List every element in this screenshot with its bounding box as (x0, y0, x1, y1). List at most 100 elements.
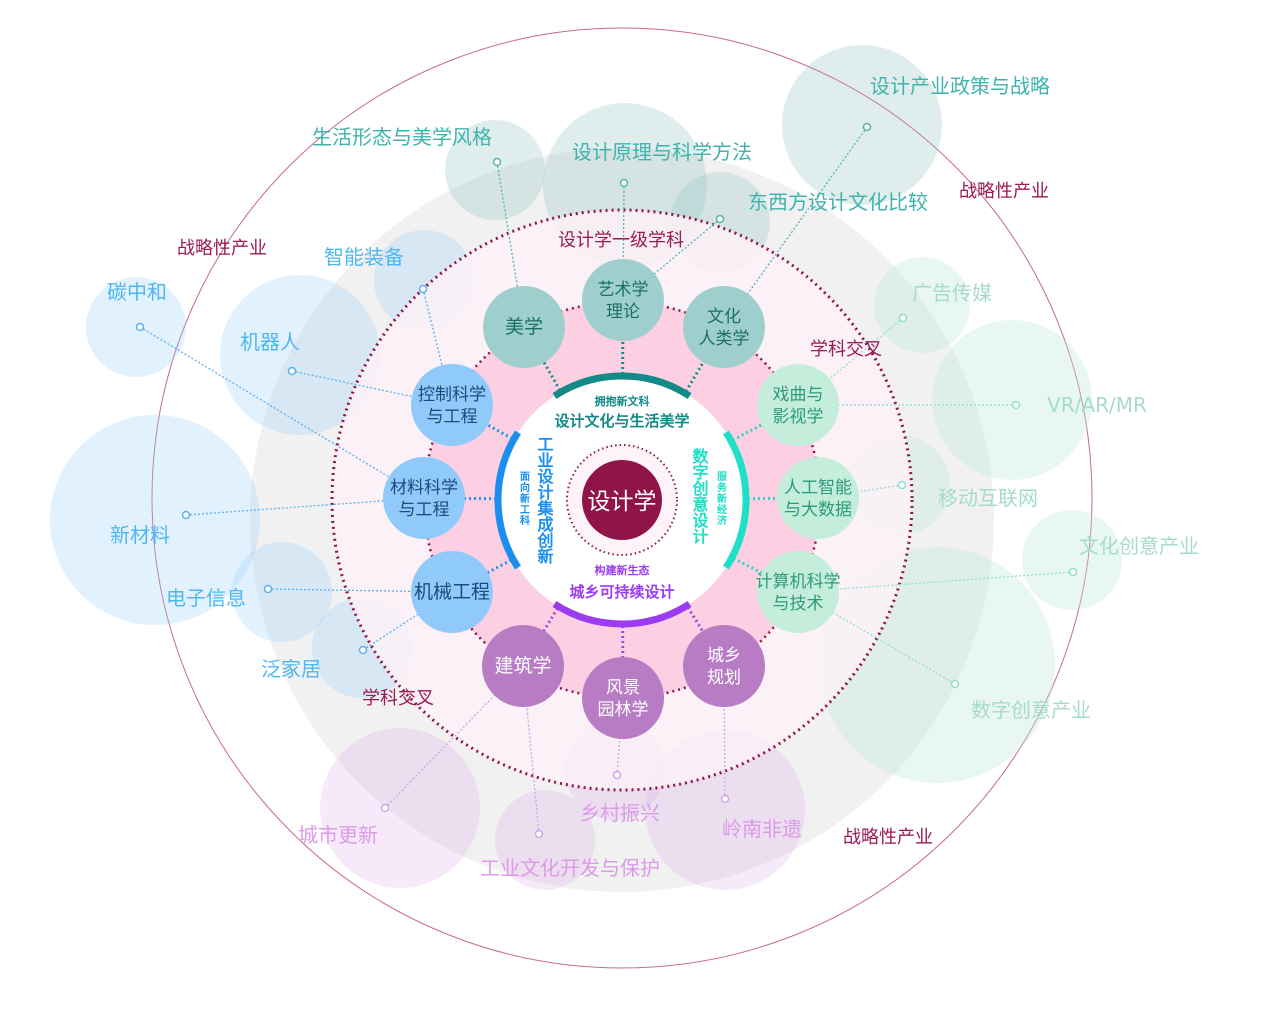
topic-label[interactable]: 工业文化开发与保护 (480, 856, 660, 880)
discipline-label: 风景 (606, 678, 640, 698)
connector-lines (463, 339, 779, 659)
topic-label[interactable]: 文化创意产业 (1079, 534, 1199, 558)
topic-label[interactable]: 生活形态与美学风格 (312, 125, 492, 149)
direction-top-sub: 拥抱新文科 (595, 394, 650, 408)
arc-right (723, 430, 750, 570)
topic-label[interactable]: 广告传媒 (912, 281, 992, 305)
topic-connector (139, 326, 425, 499)
discipline-circle (582, 259, 664, 341)
topic-label[interactable]: 设计原理与科学方法 (572, 140, 752, 164)
discipline-label: 建筑学 (494, 655, 551, 677)
discipline-label: 城乡 (707, 646, 741, 666)
discipline-circle (483, 286, 565, 368)
topic-bubble (320, 728, 480, 888)
discipline-label: 材料科学 (390, 478, 458, 498)
discipline-circle (683, 286, 765, 368)
center-label: 设计学 (588, 489, 657, 515)
topic-label[interactable]: 泛家居 (261, 657, 321, 681)
direction-right-main: 数字创意设计 (690, 447, 710, 545)
topic-dot-icon (380, 803, 390, 813)
discipline-label: 与技术 (773, 594, 824, 614)
topic-label[interactable]: 智能装备 (324, 245, 404, 269)
spoke-line (542, 361, 562, 392)
topic-dot-icon (418, 284, 428, 294)
arc-left (494, 430, 521, 570)
discipline-circle (777, 457, 859, 539)
center-node[interactable] (582, 460, 662, 540)
topic-dot-icon (181, 510, 191, 520)
discipline-circle (482, 625, 564, 707)
discipline-label: 与大数据 (784, 500, 852, 520)
direction-bottom-main: 城乡可持续设计 (569, 583, 674, 601)
topic-bubble (782, 45, 942, 205)
discipline-circle (757, 551, 839, 633)
topic-dot-icon (1068, 567, 1078, 577)
topic-label[interactable]: 移动互联网 (938, 486, 1038, 510)
discipline-label: 文化 (707, 307, 741, 327)
topic-dot-icon (715, 214, 725, 224)
topic-dot-icon (619, 178, 629, 188)
direction-left-main: 工业设计集成创新 (535, 436, 555, 565)
topic-dot-icon (720, 794, 730, 804)
discipline-circle (582, 657, 664, 739)
discipline-node[interactable]: 机械工程 (411, 551, 493, 633)
discipline-label: 控制科学 (418, 385, 486, 405)
discipline-circle (757, 364, 839, 446)
discipline-label: 人类学 (699, 329, 750, 349)
discipline-label: 人工智能 (784, 478, 852, 498)
topic-dot-icon (897, 480, 907, 490)
discipline-label: 与工程 (427, 407, 478, 427)
topic-label[interactable]: 设计产业政策与战略 (870, 74, 1050, 98)
spoke-line (684, 360, 705, 393)
topic-dot-icon (492, 157, 502, 167)
spoke-line (732, 422, 764, 442)
topic-dot-icon (135, 322, 145, 332)
topic-label[interactable]: 碳中和 (107, 280, 167, 304)
topic-label[interactable]: 新材料 (110, 523, 170, 547)
topic-label[interactable]: VR/AR/MR (1047, 393, 1147, 417)
discipline-label: 机械工程 (414, 581, 490, 603)
discipline-label: 戏曲与 (773, 385, 824, 405)
topic-label[interactable]: 机器人 (240, 330, 300, 354)
topic-label[interactable]: 东西方设计文化比较 (748, 190, 928, 214)
topic-bubbles (50, 45, 1122, 890)
arc-bottom (552, 601, 692, 628)
core: 设计学 (498, 376, 746, 624)
topic-label[interactable]: 岭南非遗 (722, 817, 802, 841)
topic-bubble (232, 542, 332, 642)
direction-right-sub: 服务新经济 (715, 471, 727, 526)
topic-label[interactable]: 乡村振兴 (580, 801, 660, 825)
discipline-node[interactable]: 美学 (483, 286, 565, 368)
topic-dot-icon (534, 829, 544, 839)
ring-label: 学科交叉 (362, 688, 434, 709)
discipline-node[interactable]: 建筑学 (482, 625, 564, 707)
topic-dot-icon (862, 122, 872, 132)
discipline-label: 规划 (707, 668, 741, 688)
topic-dot-icon (287, 366, 297, 376)
discipline-label: 理论 (606, 302, 640, 322)
ring-label: 学科交叉 (810, 339, 882, 360)
topic-label[interactable]: 电子信息 (166, 586, 246, 610)
topic-dot-icon (612, 770, 622, 780)
ring-label: 战略性产业 (843, 827, 933, 848)
topic-bubble (1022, 510, 1122, 610)
discipline-label: 影视学 (773, 407, 824, 427)
topic-label[interactable]: 数字创意产业 (971, 698, 1091, 722)
topic-bubble (495, 790, 595, 890)
topic-label[interactable]: 城市更新 (298, 823, 378, 847)
topic-bubble (932, 320, 1092, 480)
topic-bubble (220, 275, 380, 435)
outer-boundary-circle (151, 27, 1093, 969)
discipline-circle (411, 364, 493, 446)
discipline-circle (683, 625, 765, 707)
